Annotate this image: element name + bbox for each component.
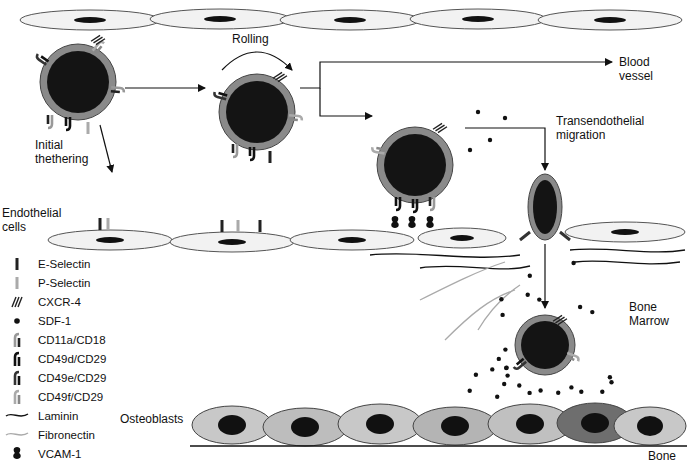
diagram-label: Osteoblasts	[120, 412, 183, 426]
legend-symbols	[6, 258, 28, 459]
diagram-label: Rolling	[232, 32, 269, 46]
legend-label: E-Selectin	[38, 258, 90, 271]
legend-label: CD11a/CD18	[38, 334, 106, 347]
diagram-label: Endothelial cells	[2, 206, 80, 234]
vessel-wall	[20, 9, 682, 30]
legend-label: Fibronectin	[38, 429, 95, 442]
legend-label: CD49f/CD29	[38, 391, 103, 404]
legend-label: SDF-1	[38, 315, 71, 328]
legend-label: CXCR-4	[38, 296, 81, 309]
diagram-label: Bone Marrow	[629, 300, 684, 328]
legend-label: Laminin	[38, 410, 78, 423]
diagram-label: Initial thethering	[35, 138, 107, 166]
legend-label: P-Selectin	[38, 277, 90, 290]
diagram-label: Bone	[648, 449, 676, 463]
legend-label: CD49d/CD29	[38, 353, 106, 366]
legend-label: CD49e/CD29	[38, 372, 106, 385]
diagram-label: Blood vessel	[619, 55, 687, 83]
diagram-label: Transendothelial migration	[556, 114, 661, 142]
legend-label: VCAM-1	[38, 448, 81, 461]
